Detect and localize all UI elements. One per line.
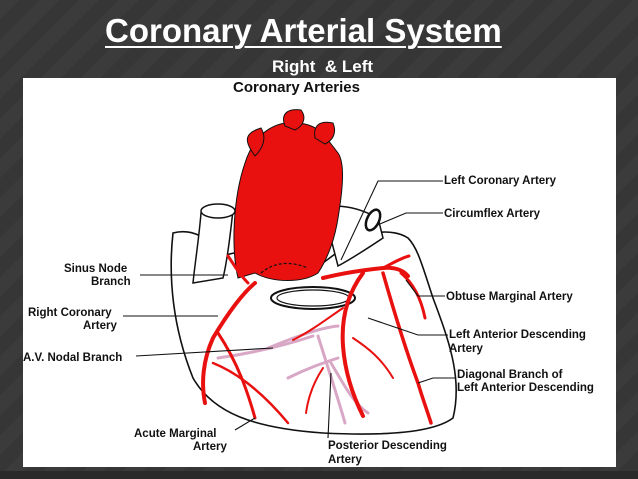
obtuse-marginal-artery xyxy=(399,271,427,320)
label-acute-marginal-line1: Acute Marginal xyxy=(134,428,216,440)
label-posterior-descending-line1: Posterior Descending xyxy=(328,440,447,452)
label-lad-line1: Left Anterior Descending xyxy=(449,329,586,341)
label-av-nodal-branch: A.V. Nodal Branch xyxy=(23,352,122,364)
dashed-hidden-vessel xyxy=(260,262,309,274)
posterior-descending-branch xyxy=(211,361,290,425)
label-acute-marginal-line2: Artery xyxy=(193,441,227,453)
slide-subtitle: Right & Left xyxy=(272,57,374,76)
diagram-title: Coronary Arteries xyxy=(233,79,360,96)
coronary-arteries xyxy=(201,254,433,425)
circumflex-artery xyxy=(381,254,411,270)
aortic-ring xyxy=(270,286,356,310)
aortic-branch-2 xyxy=(283,109,305,131)
label-left-coronary-artery: Left Coronary Artery xyxy=(444,175,557,187)
aortic-branch-3 xyxy=(314,121,336,145)
leader-left-coronary xyxy=(340,180,443,261)
label-posterior-descending-line2: Artery xyxy=(328,454,362,466)
label-right-coronary-line1: Right Coronary xyxy=(28,307,112,319)
svc-opening xyxy=(200,203,236,219)
label-sinus-node-line1: Sinus Node xyxy=(64,263,127,275)
label-right-coronary-line2: Artery xyxy=(83,320,117,332)
label-diagonal-line2: Left Anterior Descending xyxy=(457,382,594,394)
leader-lines xyxy=(123,180,455,439)
right-coronary-artery xyxy=(201,281,257,405)
heart-diagram: Coronary Arteries Left Coronary Artery C… xyxy=(23,79,594,466)
leader-diagonal xyxy=(417,377,455,384)
leader-av-nodal xyxy=(135,347,274,357)
sinus-node-branch xyxy=(226,254,250,285)
leader-obtuse-marginal xyxy=(405,279,445,297)
superior-vena-cava xyxy=(192,209,234,284)
leader-circumflex xyxy=(374,212,443,227)
diagonal-branch xyxy=(381,271,433,425)
label-obtuse-marginal-artery: Obtuse Marginal Artery xyxy=(446,291,573,303)
slide-bottom-bar xyxy=(0,471,638,479)
diagram-panel: Coronary Arteries Left Coronary Artery C… xyxy=(23,78,616,467)
slide-title: Coronary Arterial System xyxy=(105,12,502,49)
label-diagonal-line1: Diagonal Branch of xyxy=(457,369,563,381)
aorta xyxy=(233,122,344,281)
label-lad-line2: Artery xyxy=(449,343,483,355)
aortic-branch-1 xyxy=(246,127,265,157)
label-circumflex-artery: Circumflex Artery xyxy=(444,208,541,220)
leader-lad xyxy=(367,317,448,336)
left-anterior-descending xyxy=(340,271,365,418)
leader-acute-marginal xyxy=(234,417,256,431)
leader-posterior-descending xyxy=(327,372,332,439)
label-sinus-node-line2: Branch xyxy=(91,276,131,288)
